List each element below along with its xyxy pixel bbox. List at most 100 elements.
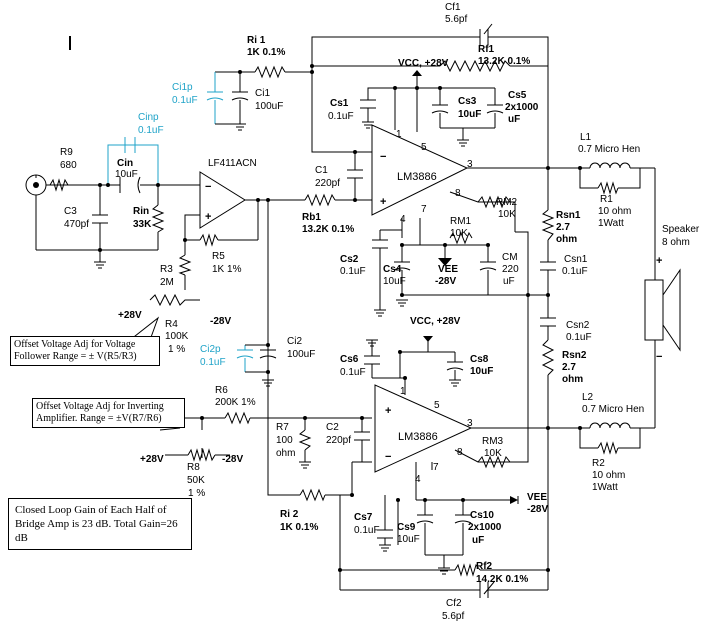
label-l1: L1	[580, 132, 592, 143]
label-lm3886-2: LM3886	[398, 431, 438, 443]
label-cs1: Cs1	[330, 98, 349, 109]
offset-note-inverting: Offset Voltage Adj for Inverting Amplifi…	[32, 398, 185, 428]
label-cs10-unit: uF	[472, 535, 484, 546]
speaker-minus-label: −	[656, 351, 662, 363]
rb1-resistor	[304, 193, 336, 207]
label-rf2: Rf2	[476, 561, 493, 572]
label-rsn2: Rsn2	[562, 350, 587, 361]
r1-resistor	[597, 181, 619, 195]
label-cf2: Cf2	[446, 598, 462, 609]
r7-resistor	[298, 429, 312, 451]
label-r1-pow: 1Watt	[598, 218, 624, 229]
label-lf411: LF411ACN	[208, 158, 257, 169]
label-r1-val: 10 ohm	[598, 206, 631, 217]
component-labels: Cf1 5.6pf Rf1 13.2K 0.1% Ri 1 1K 0.1% Ci…	[60, 2, 700, 622]
pin-label: 7	[433, 462, 439, 473]
label-cm-val: 220	[502, 264, 519, 275]
pin-label: 1	[400, 386, 406, 397]
label-cm: CM	[502, 252, 518, 263]
label-cs2-val: 0.1uF	[340, 266, 366, 277]
label-r2: R2	[592, 458, 605, 469]
label-rsn1: Rsn1	[556, 210, 581, 221]
amplifier-symbols	[199, 124, 473, 473]
label-cs5: Cs5	[508, 90, 527, 101]
label-speaker: Speaker	[662, 224, 700, 235]
label-ci1p: Ci1p	[172, 82, 193, 93]
lf411-opamp	[199, 171, 246, 229]
label-cs4-val: 10uF	[383, 276, 406, 287]
pin-label: 3	[467, 418, 473, 429]
label-cs8-val: 10uF	[470, 366, 493, 377]
label-rm3-val: 10K	[484, 448, 502, 459]
label-r8: R8	[187, 462, 200, 473]
rf2-resistor	[454, 563, 481, 577]
label-r5-val: 1K 1%	[212, 264, 242, 275]
label-cf1-val: 5.6pf	[445, 14, 467, 25]
label-rm3: RM3	[482, 436, 504, 447]
label-rm1: RM1	[450, 216, 472, 227]
label-ci1p-val: 0.1uF	[172, 95, 198, 106]
rm1-resistor	[449, 231, 473, 245]
ri1-resistor	[254, 65, 286, 79]
rin-resistor	[151, 204, 165, 233]
label-l2: L2	[582, 392, 594, 403]
label-c3: C3	[64, 206, 77, 217]
label-r4-tol: 1 %	[168, 344, 185, 355]
label-speaker-val: 8 ohm	[662, 237, 690, 248]
l1-inductor	[589, 162, 631, 169]
label-cs7: Cs7	[354, 512, 373, 523]
label-cs6-val: 0.1uF	[340, 367, 366, 378]
label-plus28-2: +28V	[140, 454, 164, 465]
label-cs9-val: 10uF	[397, 534, 420, 545]
label-ci2: Ci2	[287, 336, 302, 347]
label-cs8: Cs8	[470, 354, 489, 365]
label-cs9: Cs9	[397, 522, 416, 533]
label-cm-unit: uF	[503, 276, 515, 287]
label-r7-val: 100	[276, 435, 293, 446]
lm3886-upper	[371, 124, 469, 216]
pin-label: 7	[421, 204, 427, 215]
label-ri2-val: 1K 0.1%	[280, 522, 318, 533]
label-csn2: Csn2	[566, 320, 590, 331]
label-vcc-top: VCC, +28V	[398, 58, 449, 69]
r4-potentiometer	[149, 293, 200, 307]
label-rin: Rin	[133, 206, 149, 217]
label-r4-val: 100K	[165, 331, 189, 342]
inductors	[589, 162, 631, 429]
ground-symbols	[94, 121, 469, 575]
gain-note: Closed Loop Gain of Each Half of Bridge …	[8, 498, 192, 550]
label-csn1-val: 0.1uF	[562, 266, 588, 277]
label-rf1-val: 13.2K 0.1%	[478, 56, 530, 67]
rm2-resistor	[477, 195, 511, 209]
pin-label: 4	[415, 474, 421, 485]
capacitors	[92, 23, 556, 598]
r9-resistor	[49, 178, 69, 192]
label-cs4: Cs4	[383, 264, 402, 275]
label-r9-val: 680	[60, 160, 77, 171]
r6-resistor	[224, 411, 251, 425]
label-r3: R3	[160, 264, 173, 275]
label-cs2: Cs2	[340, 254, 359, 265]
label-cin: Cin	[117, 158, 133, 169]
opamp-minus-label: −	[205, 181, 211, 193]
label-r9: R9	[60, 147, 73, 158]
label-rf2-val: 14.2K 0.1%	[476, 574, 528, 585]
label-ri1-val: 1K 0.1%	[247, 47, 285, 58]
rsn1-resistor	[541, 209, 555, 241]
resistors	[49, 59, 619, 577]
label-cinp-val: 0.1uF	[138, 125, 164, 136]
label-minus28-1: -28V	[210, 316, 231, 327]
pin-label: 8	[457, 447, 463, 458]
label-ci1-val: 100uF	[255, 101, 283, 112]
label-ci2p-val: 0.1uF	[200, 357, 226, 368]
opamp-plus-label: +	[205, 211, 211, 223]
label-cs5-val: 2x1000	[505, 102, 539, 113]
label-cs6: Cs6	[340, 354, 359, 365]
rsn2-resistor	[541, 339, 555, 376]
label-cs10: Cs10	[470, 510, 494, 521]
speaker-symbol	[644, 268, 681, 352]
label-r8-val: 50K	[187, 475, 205, 486]
label-cf2-val: 5.6pf	[442, 611, 464, 622]
